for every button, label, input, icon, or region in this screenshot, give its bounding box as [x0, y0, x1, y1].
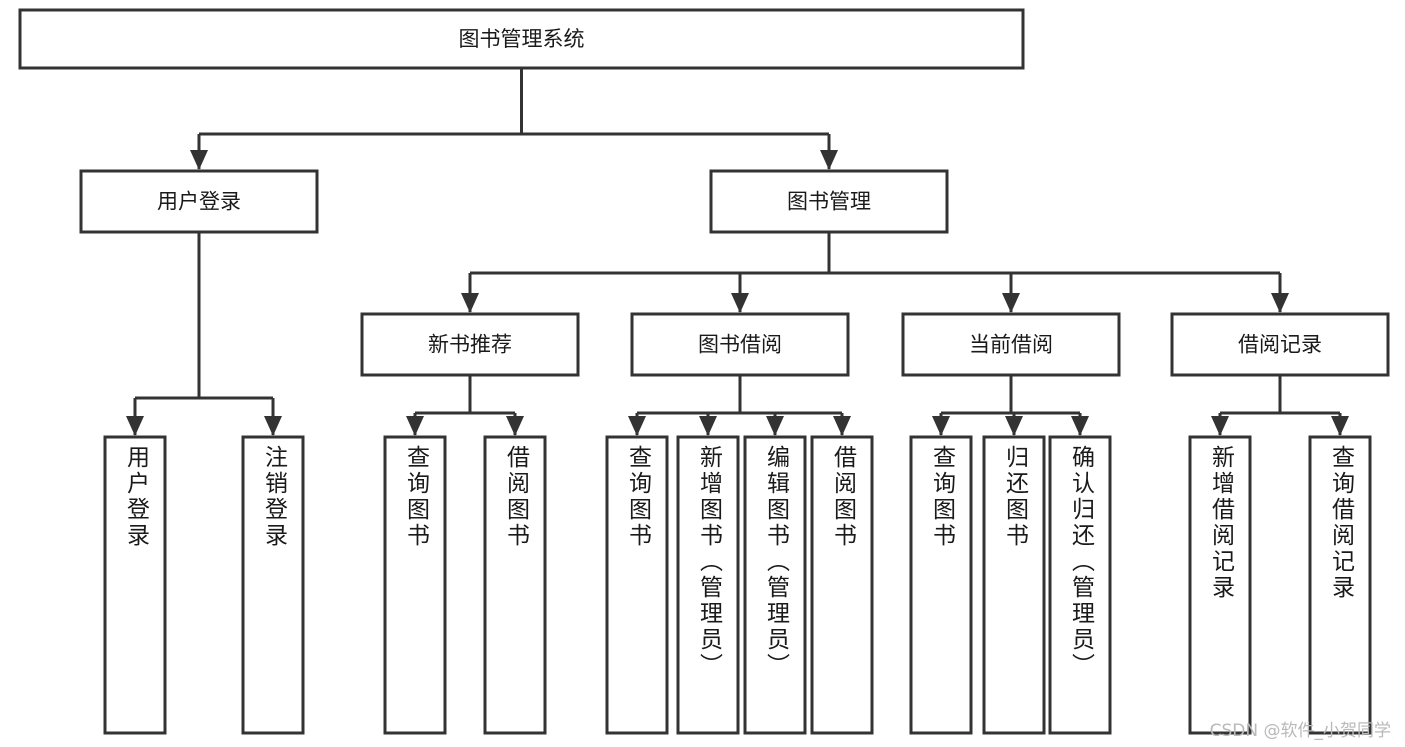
node-box	[383, 435, 447, 735]
node-leaf-borrow-add-book[interactable]	[676, 435, 740, 735]
watermark-text: CSDN @软件_小贺同学	[1209, 721, 1391, 741]
node-leaf-borrow-borrow-book[interactable]	[810, 435, 874, 735]
node-current-borrow[interactable]: 当前借阅	[901, 312, 1121, 377]
node-leaf-user-logout[interactable]	[241, 435, 305, 735]
node-borrow-record[interactable]: 借阅记录	[1170, 312, 1390, 377]
arrow-head-icon	[1071, 416, 1089, 436]
node-box	[1048, 435, 1112, 735]
node-box	[483, 435, 547, 735]
node-leaf-user-login[interactable]	[103, 435, 167, 735]
arrow-head-icon	[820, 150, 838, 170]
node-box	[810, 435, 874, 735]
arrow-head-icon	[833, 416, 851, 436]
node-leaf-current-confirm-return[interactable]	[1048, 435, 1112, 735]
node-leaf-rec-query-book[interactable]	[383, 435, 447, 735]
arrow-head-icon	[264, 416, 282, 436]
arrow-head-icon	[766, 416, 784, 436]
node-leaf-borrow-edit-book[interactable]	[743, 435, 807, 735]
arrow-head-icon	[1211, 416, 1229, 436]
edges-layer	[126, 68, 1349, 436]
node-box	[1188, 435, 1252, 735]
node-book-manage[interactable]: 图书管理	[709, 169, 949, 234]
node-box	[676, 435, 740, 735]
node-box	[982, 435, 1046, 735]
node-leaf-record-query[interactable]	[1308, 435, 1372, 735]
node-box	[360, 312, 580, 377]
arrow-head-icon	[731, 293, 749, 313]
node-label: 借阅记录	[1238, 333, 1322, 357]
node-box	[605, 435, 669, 735]
arrow-head-icon	[628, 416, 646, 436]
node-box	[709, 169, 949, 234]
node-box	[630, 312, 850, 377]
arrow-head-icon	[461, 293, 479, 313]
node-box	[18, 8, 1025, 70]
arrow-head-icon	[1271, 293, 1289, 313]
node-book-borrow[interactable]: 图书借阅	[630, 312, 850, 377]
node-box	[79, 169, 319, 234]
node-new-book-rec[interactable]: 新书推荐	[360, 312, 580, 377]
node-box	[1170, 312, 1390, 377]
node-leaf-current-return-book[interactable]	[982, 435, 1046, 735]
node-box	[1308, 435, 1372, 735]
arrow-head-icon	[190, 150, 208, 170]
arrow-head-icon	[1331, 416, 1349, 436]
node-box	[103, 435, 167, 735]
node-leaf-record-add[interactable]	[1188, 435, 1252, 735]
arrow-head-icon	[932, 416, 950, 436]
arrow-head-icon	[699, 416, 717, 436]
arrow-head-icon	[506, 416, 524, 436]
node-label: 图书借阅	[698, 333, 782, 357]
node-label: 图书管理系统	[459, 27, 585, 51]
node-leaf-rec-borrow-book[interactable]	[483, 435, 547, 735]
node-label: 用户登录	[157, 190, 241, 214]
node-label: 新书推荐	[428, 333, 512, 357]
node-leaf-current-query-book[interactable]	[909, 435, 973, 735]
node-root[interactable]: 图书管理系统	[18, 8, 1025, 70]
node-label: 当前借阅	[969, 333, 1053, 357]
node-box	[909, 435, 973, 735]
node-user-login[interactable]: 用户登录	[79, 169, 319, 234]
node-label: 图书管理	[787, 190, 871, 214]
node-box	[743, 435, 807, 735]
arrow-head-icon	[126, 416, 144, 436]
arrow-head-icon	[1002, 293, 1020, 313]
arrow-head-icon	[1005, 416, 1023, 436]
arrow-head-icon	[406, 416, 424, 436]
node-leaf-borrow-query-book[interactable]	[605, 435, 669, 735]
node-box	[901, 312, 1121, 377]
node-box	[241, 435, 305, 735]
